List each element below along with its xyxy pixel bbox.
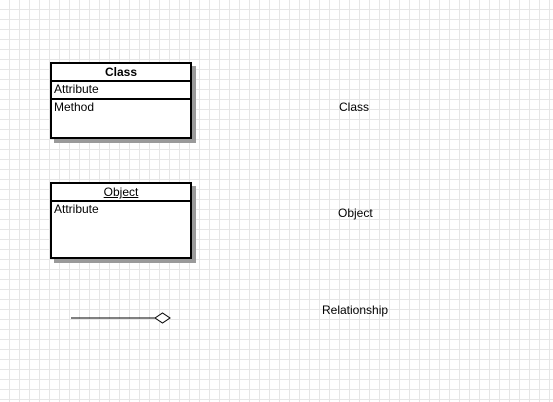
uml-object-shape[interactable]: Object Attribute	[50, 182, 192, 259]
aggregation-relationship-icon[interactable]	[68, 310, 174, 326]
aggregation-diamond-icon	[154, 312, 171, 324]
relationship-caption: Relationship	[322, 303, 389, 317]
object-attribute: Attribute	[54, 202, 99, 216]
class-caption: Class	[339, 100, 370, 114]
uml-class-shape[interactable]: Class Attribute Method	[50, 62, 192, 139]
object-caption: Object	[338, 206, 373, 220]
object-name: Object	[52, 184, 190, 202]
class-name: Class	[52, 64, 190, 82]
class-method: Method	[54, 100, 95, 114]
class-attribute: Attribute	[52, 82, 190, 100]
